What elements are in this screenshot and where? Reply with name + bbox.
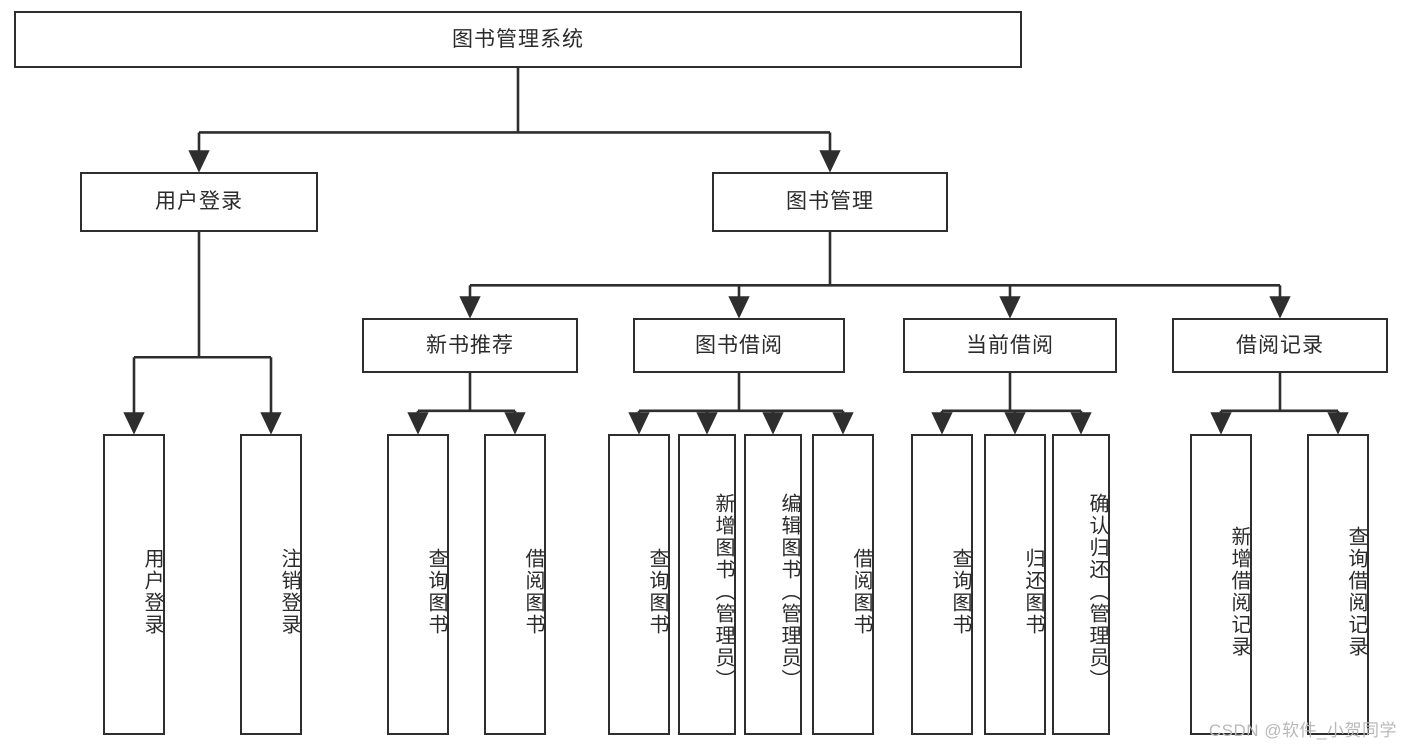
node-c1[interactable]: 查询图书	[911, 434, 973, 735]
node-label: 确认归还（管理员）	[1086, 492, 1108, 691]
node-n2[interactable]: 借阅图书	[484, 434, 546, 735]
node-l1[interactable]: 用户登录	[103, 434, 165, 735]
node-b1[interactable]: 查询图书	[608, 434, 670, 735]
node-label: 图书管理系统	[452, 27, 584, 51]
node-b4[interactable]: 借阅图书	[812, 434, 874, 735]
node-label: 当前借阅	[966, 333, 1054, 357]
node-label: 查询图书	[949, 547, 971, 636]
node-label: 查询图书	[646, 547, 668, 636]
node-root[interactable]: 图书管理系统	[14, 11, 1022, 68]
node-records[interactable]: 借阅记录	[1172, 318, 1388, 373]
node-c2[interactable]: 归还图书	[984, 434, 1046, 735]
node-label: 用户登录	[155, 190, 243, 214]
node-label: 注销登录	[278, 547, 300, 636]
node-r2[interactable]: 查询借阅记录	[1307, 434, 1369, 735]
node-current[interactable]: 当前借阅	[903, 318, 1117, 373]
node-label: 借阅记录	[1236, 333, 1324, 357]
watermark-label: CSDN @软件_小贺同学	[1208, 721, 1397, 740]
node-borrow[interactable]: 图书借阅	[633, 318, 845, 373]
node-n1[interactable]: 查询图书	[387, 434, 449, 735]
node-b3[interactable]: 编辑图书（管理员）	[744, 434, 802, 735]
node-label: 新增图书（管理员）	[712, 492, 734, 691]
node-c3[interactable]: 确认归还（管理员）	[1052, 434, 1110, 735]
edge-paths	[123, 68, 1349, 435]
node-label: 新增借阅记录	[1228, 525, 1250, 658]
node-label: 新书推荐	[426, 333, 514, 357]
node-label: 编辑图书（管理员）	[778, 492, 800, 691]
node-newbooks[interactable]: 新书推荐	[362, 318, 578, 373]
node-r1[interactable]: 新增借阅记录	[1190, 434, 1252, 735]
node-login[interactable]: 用户登录	[80, 172, 318, 232]
node-label: 查询图书	[425, 547, 447, 636]
node-bookmgmt[interactable]: 图书管理	[712, 172, 948, 232]
node-label: 借阅图书	[522, 547, 544, 636]
node-l2[interactable]: 注销登录	[240, 434, 302, 735]
node-label: 归还图书	[1022, 547, 1044, 636]
node-label: 借阅图书	[850, 547, 872, 636]
node-label: 图书管理	[786, 190, 874, 214]
node-label: 图书借阅	[695, 333, 783, 357]
node-label: 查询借阅记录	[1345, 525, 1367, 658]
node-b2[interactable]: 新增图书（管理员）	[678, 434, 736, 735]
node-label: 用户登录	[141, 547, 163, 636]
